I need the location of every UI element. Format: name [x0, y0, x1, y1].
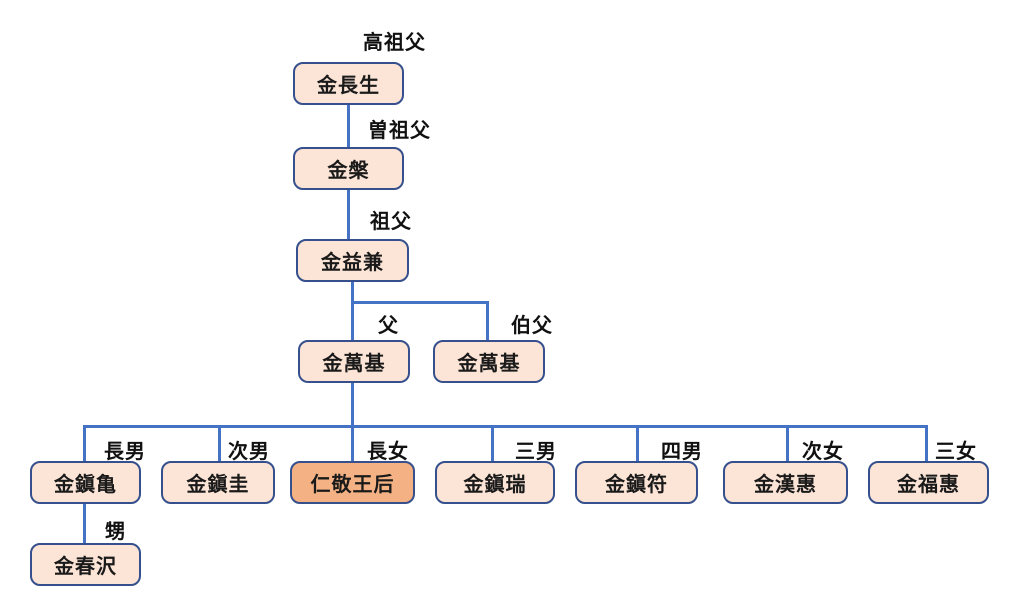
connector-drop-third-daughter [925, 425, 928, 462]
node-eldest-daughter-queen: 仁敬王后 [290, 461, 415, 504]
node-nephew: 金春沢 [30, 543, 141, 586]
relation-label-eldest-son: 長男 [104, 441, 146, 463]
connector-father-bus [351, 382, 354, 427]
relation-label-second-son: 次男 [228, 441, 270, 463]
relation-label-uncle: 伯父 [511, 315, 553, 337]
relation-label-second-daughter: 次女 [802, 441, 844, 463]
node-great-grandfather: 金槃 [293, 147, 404, 190]
node-grandfather: 金益兼 [296, 239, 409, 282]
connector-branch-uncle-h [351, 301, 489, 304]
node-great-great-grandfather: 金長生 [293, 62, 404, 105]
relation-label-fourth-son: 四男 [661, 441, 703, 463]
node-eldest-son: 金鎭亀 [30, 461, 141, 504]
connector-drop-third-son [491, 425, 494, 462]
node-second-daughter: 金漢惠 [723, 461, 848, 504]
node-father: 金萬基 [298, 340, 410, 383]
connector-drop-eldest-daughter [351, 425, 354, 462]
relation-label-third-daughter: 三女 [935, 441, 977, 463]
relation-label-grandfather: 祖父 [370, 211, 412, 233]
connector-g1-g2 [347, 104, 350, 148]
relation-label-nephew: 甥 [105, 521, 126, 543]
relation-label-great-great-grandfather: 高祖父 [363, 32, 426, 54]
connector-branch-uncle-v [486, 301, 489, 341]
relation-label-father: 父 [378, 315, 399, 337]
connector-eldest-son-nephew [83, 503, 86, 544]
node-uncle: 金萬基 [433, 340, 545, 383]
node-third-daughter: 金福惠 [868, 461, 989, 504]
relation-label-eldest-daughter: 長女 [367, 441, 409, 463]
node-third-son: 金鎭瑞 [435, 461, 555, 504]
connector-drop-fourth-son [636, 425, 639, 462]
connector-children-bus [83, 425, 928, 428]
connector-drop-eldest-son [83, 425, 86, 462]
connector-drop-second-son [218, 425, 221, 462]
node-second-son: 金鎭圭 [161, 461, 275, 504]
relation-label-third-son: 三男 [515, 441, 557, 463]
node-fourth-son: 金鎭符 [575, 461, 698, 504]
connector-g2-g3 [347, 189, 350, 240]
connector-g3-father [351, 281, 354, 341]
connector-drop-second-daughter [786, 425, 789, 462]
relation-label-great-grandfather: 曽祖父 [368, 120, 431, 142]
